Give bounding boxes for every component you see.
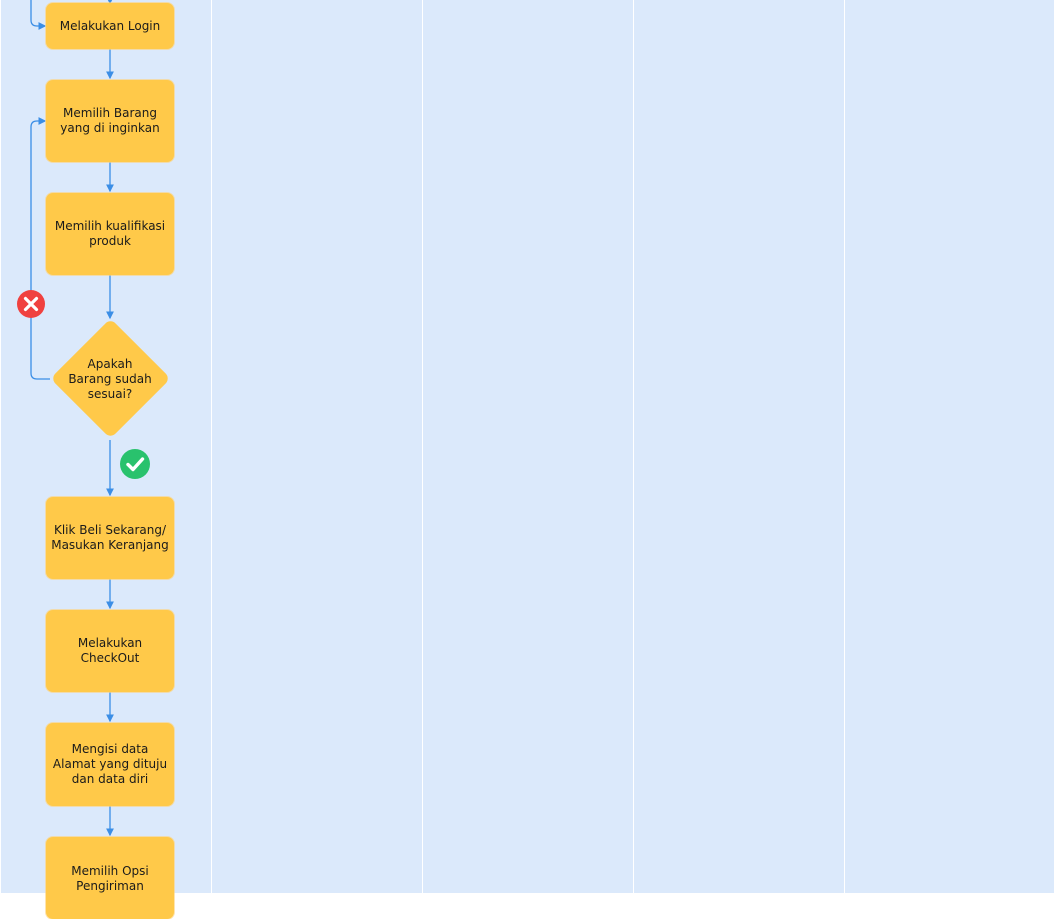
decision-node: Apakah Barang sudah sesuai? xyxy=(50,318,171,440)
flow-connectors xyxy=(30,0,114,837)
decision-label: Apakah Barang sudah sesuai? xyxy=(68,356,152,401)
node-fill-address-label: Mengisi data Alamat yang dituju dan data… xyxy=(52,742,168,786)
connector-reject-loop xyxy=(30,117,50,380)
swimlane-3 xyxy=(423,0,633,893)
node-choose-item-label: Memilih Barang yang di inginkan xyxy=(60,106,160,135)
node-checkout: Melakukan CheckOut xyxy=(46,610,174,692)
x-circle-icon xyxy=(17,290,45,318)
swimlane-2 xyxy=(212,0,422,893)
node-fill-address: Mengisi data Alamat yang dituju dan data… xyxy=(46,723,174,806)
check-circle-icon xyxy=(120,449,150,479)
node-shipping-option-label: Memilih Opsi Pengiriman xyxy=(71,864,149,893)
connector-loop-entry xyxy=(30,0,47,30)
node-login-label: Melakukan Login xyxy=(59,18,161,33)
node-checkout-label: Melakukan CheckOut xyxy=(77,636,143,665)
node-login: Melakukan Login xyxy=(46,3,174,49)
node-buy-now-label: Klik Beli Sekarang/ Masukan Keranjang xyxy=(51,523,169,552)
node-buy-now: Klik Beli Sekarang/ Masukan Keranjang xyxy=(46,497,174,579)
node-choose-qualification-label: Memilih kualifikasi produk xyxy=(54,219,166,248)
node-choose-qualification: Memilih kualifikasi produk xyxy=(46,193,174,275)
node-shipping-option: Memilih Opsi Pengiriman xyxy=(46,837,174,919)
swimlane-4 xyxy=(634,0,844,893)
node-choose-item: Memilih Barang yang di inginkan xyxy=(46,80,174,162)
swimlane-5 xyxy=(845,0,1054,893)
